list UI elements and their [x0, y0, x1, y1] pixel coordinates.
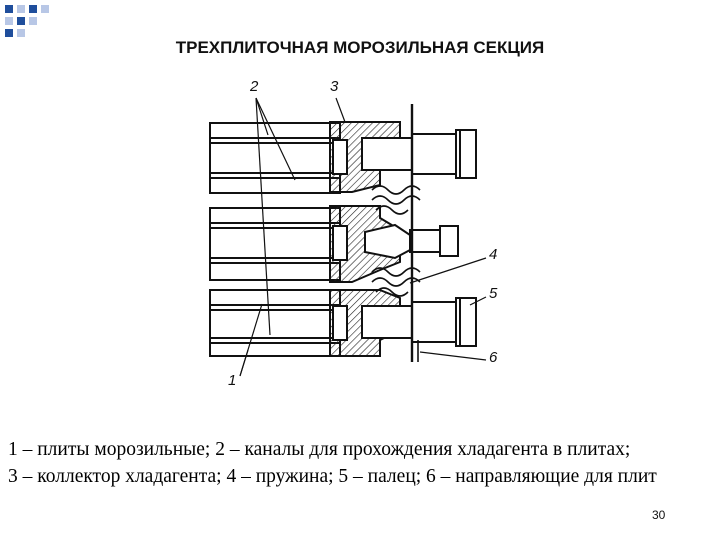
label-1: 1: [228, 372, 237, 389]
freezer-plate-top: [209, 122, 341, 194]
slide-number: 30: [652, 508, 666, 522]
label-5: 5: [489, 285, 498, 302]
label-4: 4: [489, 246, 498, 263]
freezer-plate-bottom: [209, 289, 341, 357]
pin-bottom: [361, 297, 477, 347]
caption-line-2: 3 – коллектор хладагента; 4 – пружина; 5…: [8, 466, 657, 487]
corner-decoration: [5, 5, 49, 37]
pin-middle: [364, 223, 459, 260]
figure-caption: 1 – плиты морозильные; 2 – каналы для пр…: [8, 436, 712, 490]
freezer-section-diagram: [209, 97, 487, 377]
pin-top: [361, 129, 477, 179]
label-3: 3: [330, 78, 339, 95]
label-6: 6: [489, 349, 498, 366]
label-2: 2: [250, 78, 259, 95]
slide-title: ТРЕХПЛИТОЧНАЯ МОРОЗИЛЬНАЯ СЕКЦИЯ: [175, 38, 545, 57]
caption-line-1: 1 – плиты морозильные; 2 – каналы для пр…: [8, 439, 631, 460]
freezer-plate-middle: [209, 207, 341, 281]
